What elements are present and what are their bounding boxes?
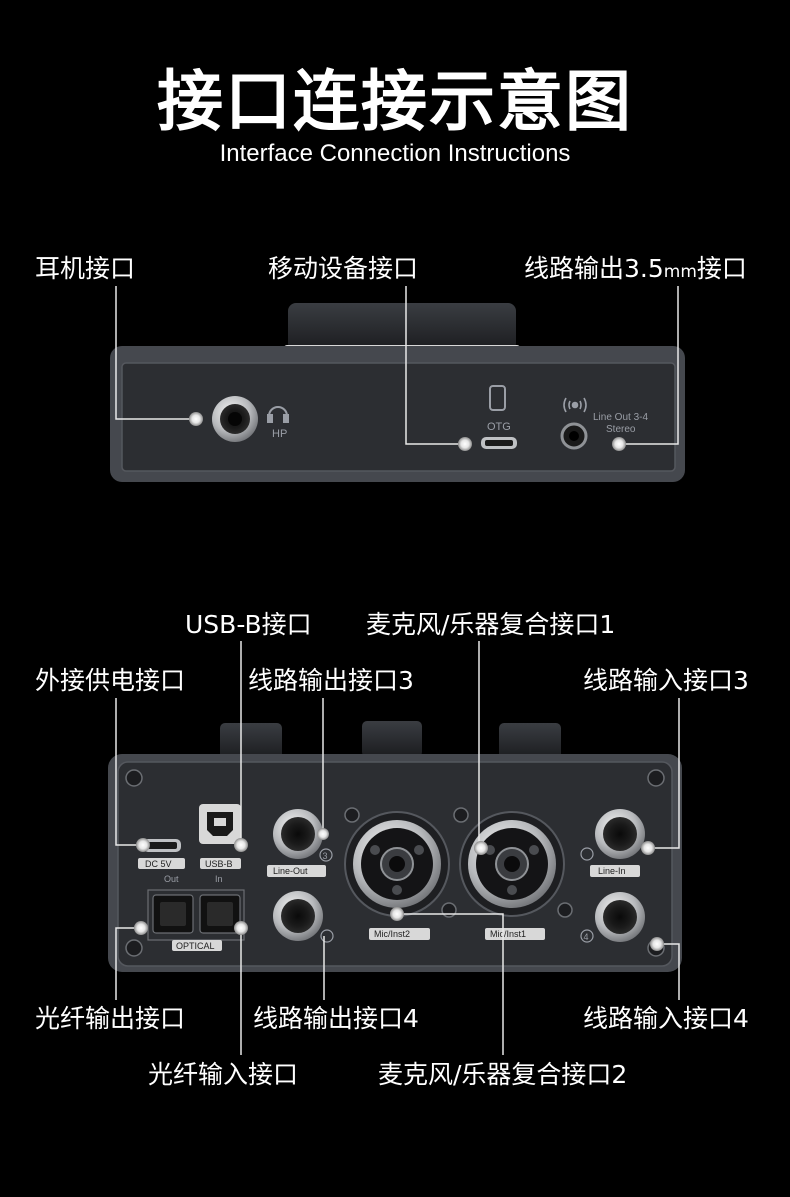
marker-dot	[189, 412, 203, 426]
otg-text: OTG	[487, 421, 511, 433]
lineout-label: Line-Out	[273, 866, 308, 876]
page-subtitle: Interface Connection Instructions	[219, 140, 571, 167]
optical-text: OPTICAL	[176, 941, 215, 951]
page-title: 接口连接示意图	[157, 63, 633, 140]
marker-dot	[612, 437, 626, 451]
label-line-out-4: 线路输出接口4	[253, 1004, 419, 1033]
stereo-icon	[563, 397, 587, 413]
marker-dot	[317, 828, 329, 840]
usbb-text: USB-B	[205, 859, 233, 869]
label-line-out-3: 线路输出接口3	[248, 666, 414, 695]
combo-jack-mic-inst-2	[344, 811, 450, 917]
label-power: 外接供电接口	[35, 666, 186, 695]
dc5v-text: DC 5V	[145, 859, 172, 869]
out-text: Out	[164, 874, 179, 884]
label-headphone: 耳机接口	[35, 254, 136, 283]
marker-dot	[474, 841, 488, 855]
label-mobile-device: 移动设备接口	[268, 254, 419, 283]
lineout-text: Line Out 3-4	[593, 412, 648, 423]
in-text: In	[215, 874, 223, 884]
label-line-in-3: 线路输入接口3	[583, 666, 749, 695]
svg-text:4: 4	[584, 932, 589, 942]
label-usb-b: USB-B接口	[185, 610, 312, 639]
marker-dot	[234, 838, 248, 852]
label-mic-inst-1: 麦克风/乐器复合接口1	[366, 610, 616, 639]
top-markers	[189, 412, 626, 451]
top-device: HP OTG Line Out 3-4 Stereo	[110, 303, 685, 482]
stereo-text: Stereo	[606, 424, 636, 435]
marker-dot	[234, 921, 248, 935]
label-mic-inst-2: 麦克风/乐器复合接口2	[378, 1060, 628, 1089]
bottom-markers	[134, 828, 664, 951]
bottom-device: DC 5V Out USB-B In 3 Line-Out	[108, 721, 682, 972]
headphone-icon	[267, 406, 289, 423]
bottom-leader-lines	[115, 641, 680, 1055]
svg-text:3: 3	[323, 851, 328, 861]
label-line-in-4: 线路输入接口4	[583, 1004, 749, 1033]
volume-knob	[288, 303, 516, 351]
marker-dot	[136, 838, 150, 852]
marker-dot	[458, 437, 472, 451]
gain-knob	[220, 723, 282, 759]
marker-dot	[390, 907, 404, 921]
gain-knob	[499, 723, 561, 759]
top-device-panel	[121, 362, 676, 472]
linein-label: Line-In	[598, 866, 626, 876]
marker-dot	[641, 841, 655, 855]
label-optical-out: 光纤输出接口	[35, 1004, 186, 1033]
micinst2-text: Mic/Inst2	[374, 929, 410, 939]
marker-dot	[650, 937, 664, 951]
label-lineout-35mm: 线路输出3.5mm接口	[524, 254, 747, 283]
gain-knob	[362, 721, 422, 757]
label-optical-in: 光纤输入接口	[148, 1060, 299, 1089]
hp-text: HP	[272, 428, 287, 440]
top-leader-lines	[115, 286, 679, 445]
micinst1-text: Mic/Inst1	[490, 929, 526, 939]
marker-dot	[134, 921, 148, 935]
combo-jack-mic-inst-1	[459, 811, 565, 917]
phone-icon	[489, 385, 506, 411]
